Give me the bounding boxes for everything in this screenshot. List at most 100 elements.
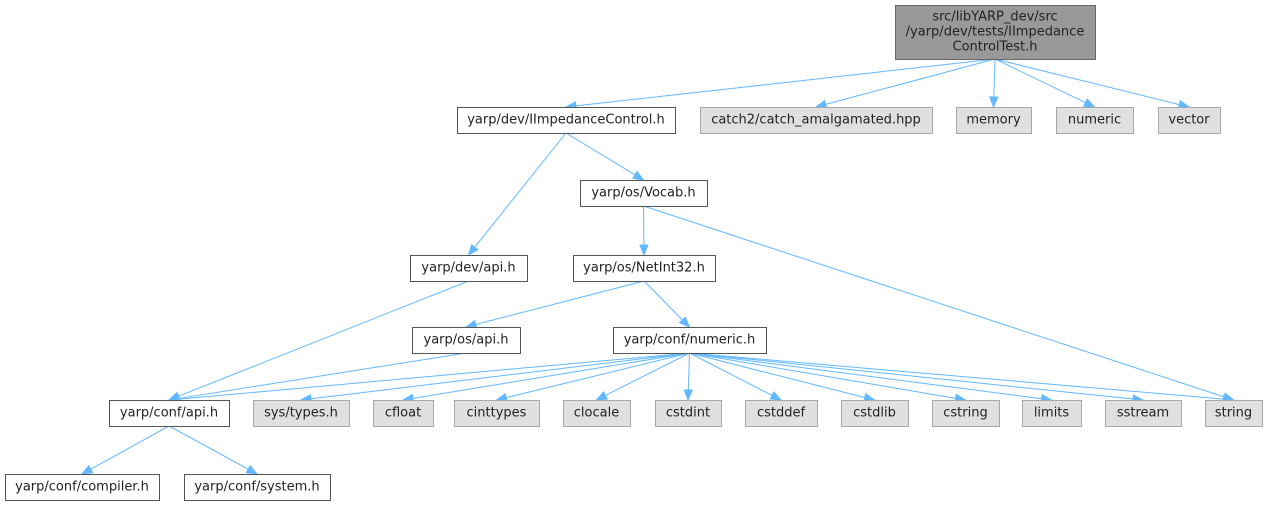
edge-line xyxy=(90,425,170,470)
edge-confnumeric-to-cstdint xyxy=(683,352,694,402)
node-system[interactable]: yarp/conf/system.h xyxy=(184,474,331,501)
node-label: ControlTest.h xyxy=(953,40,1038,55)
node-memory[interactable]: memory xyxy=(956,107,1032,134)
node-cstddef[interactable]: cstddef xyxy=(745,400,818,427)
edge-line xyxy=(689,352,956,399)
node-box xyxy=(573,255,716,282)
arrowhead xyxy=(632,170,645,181)
node-netint32[interactable]: yarp/os/NetInt32.h xyxy=(573,255,716,282)
edge-vocab-to-string xyxy=(643,205,1235,402)
node-label: yarp/dev/api.h xyxy=(421,261,515,276)
edge-confnumeric-to-sstream xyxy=(689,352,1145,404)
node-osapi[interactable]: yarp/os/api.h xyxy=(412,327,521,354)
node-limits[interactable]: limits xyxy=(1022,400,1082,427)
node-compiler[interactable]: yarp/conf/compiler.h xyxy=(5,474,160,501)
node-cstdlib[interactable]: cstdlib xyxy=(841,400,909,427)
node-systypes[interactable]: sys/types.h xyxy=(253,400,350,427)
edge-confnumeric-to-cstddef xyxy=(689,352,783,401)
node-catch2[interactable]: catch2/catch_amalgamated.hpp xyxy=(700,107,933,134)
edge-confnumeric-to-cinttypes xyxy=(495,352,690,403)
node-devapi[interactable]: yarp/dev/api.h xyxy=(410,255,528,282)
node-label: catch2/catch_amalgamated.hpp xyxy=(711,113,921,128)
arrowhead xyxy=(683,389,694,402)
node-numeric[interactable]: numeric xyxy=(1056,107,1134,134)
node-box xyxy=(184,474,331,501)
node-box xyxy=(1158,107,1221,134)
edge-line xyxy=(689,352,865,399)
edge-line xyxy=(687,352,690,391)
edge-line xyxy=(168,425,249,470)
node-label: cstdint xyxy=(666,406,710,421)
node-vector[interactable]: vector xyxy=(1158,107,1221,134)
node-label: yarp/os/Vocab.h xyxy=(591,186,695,201)
edge-confnumeric-to-cfloat xyxy=(401,352,690,403)
node-box xyxy=(580,180,708,207)
node-box xyxy=(932,400,1000,427)
node-label: cstring xyxy=(943,406,987,421)
node-box xyxy=(745,400,818,427)
edge-layer xyxy=(80,58,1235,475)
edge-root-to-memory xyxy=(989,58,999,109)
node-box xyxy=(373,400,434,427)
node-box xyxy=(457,107,676,134)
node-box xyxy=(1105,400,1182,427)
edge-line xyxy=(689,352,1134,400)
edge-line xyxy=(506,352,690,399)
node-label: yarp/conf/api.h xyxy=(120,406,218,421)
node-box xyxy=(1056,107,1134,134)
node-label: cinttypes xyxy=(467,406,527,421)
node-box xyxy=(563,400,631,427)
node-label: src/libYARP_dev/src xyxy=(932,10,1057,25)
node-box xyxy=(841,400,909,427)
node-label: yarp/os/api.h xyxy=(424,333,509,348)
node-confnumeric[interactable]: yarp/conf/numeric.h xyxy=(613,327,767,354)
arrowhead xyxy=(467,243,479,257)
node-label: cstdlib xyxy=(853,406,896,421)
node-sstream[interactable]: sstream xyxy=(1105,400,1182,427)
node-box xyxy=(410,255,528,282)
node-box xyxy=(412,327,521,354)
node-cinttypes[interactable]: cinttypes xyxy=(454,400,540,427)
node-string[interactable]: string xyxy=(1205,400,1263,427)
node-cstdint[interactable]: cstdint xyxy=(655,400,722,427)
edge-line xyxy=(475,280,645,325)
node-box xyxy=(5,474,160,501)
arrowhead xyxy=(595,391,609,401)
node-cfloat[interactable]: cfloat xyxy=(373,400,434,427)
edge-iimpedance-to-devapi xyxy=(467,132,567,257)
edge-line xyxy=(994,58,1086,104)
edge-line xyxy=(565,132,636,176)
node-cstring[interactable]: cstring xyxy=(932,400,1000,427)
edge-iimpedance-to-vocab xyxy=(565,132,645,181)
node-label: vector xyxy=(1168,113,1210,128)
edge-vocab-to-netint32 xyxy=(639,205,649,257)
node-clocale[interactable]: clocale xyxy=(563,400,631,427)
arrowhead xyxy=(80,464,94,475)
edge-confnumeric-to-clocale xyxy=(595,352,690,401)
node-label: cfloat xyxy=(385,406,421,421)
node-confapi[interactable]: yarp/conf/api.h xyxy=(109,400,230,427)
edge-root-to-catch2 xyxy=(814,58,996,109)
node-label: yarp/conf/compiler.h xyxy=(15,480,149,495)
edge-confnumeric-to-limits xyxy=(689,352,1053,404)
edge-confnumeric-to-string xyxy=(689,352,1235,404)
arrowhead xyxy=(678,316,691,328)
node-box xyxy=(613,327,767,354)
node-vocab[interactable]: yarp/os/Vocab.h xyxy=(580,180,708,207)
edge-line xyxy=(178,280,469,397)
edge-line xyxy=(993,58,996,98)
node-label: sys/types.h xyxy=(264,406,338,421)
edge-root-to-vector xyxy=(994,58,1191,110)
arrowhead xyxy=(769,390,783,401)
edge-confapi-to-compiler xyxy=(80,425,170,475)
node-label: clocale xyxy=(574,406,619,421)
node-label: /yarp/dev/tests/IImpedance xyxy=(906,25,1085,40)
edge-line xyxy=(994,58,1180,106)
edge-root-to-numeric xyxy=(994,58,1096,108)
edge-line xyxy=(474,132,567,248)
node-box xyxy=(1022,400,1082,427)
node-label: yarp/conf/system.h xyxy=(194,480,319,495)
node-iimpedance[interactable]: yarp/dev/IImpedanceControl.h xyxy=(457,107,676,134)
node-root[interactable]: src/libYARP_dev/src/yarp/dev/tests/IImpe… xyxy=(895,5,1096,60)
